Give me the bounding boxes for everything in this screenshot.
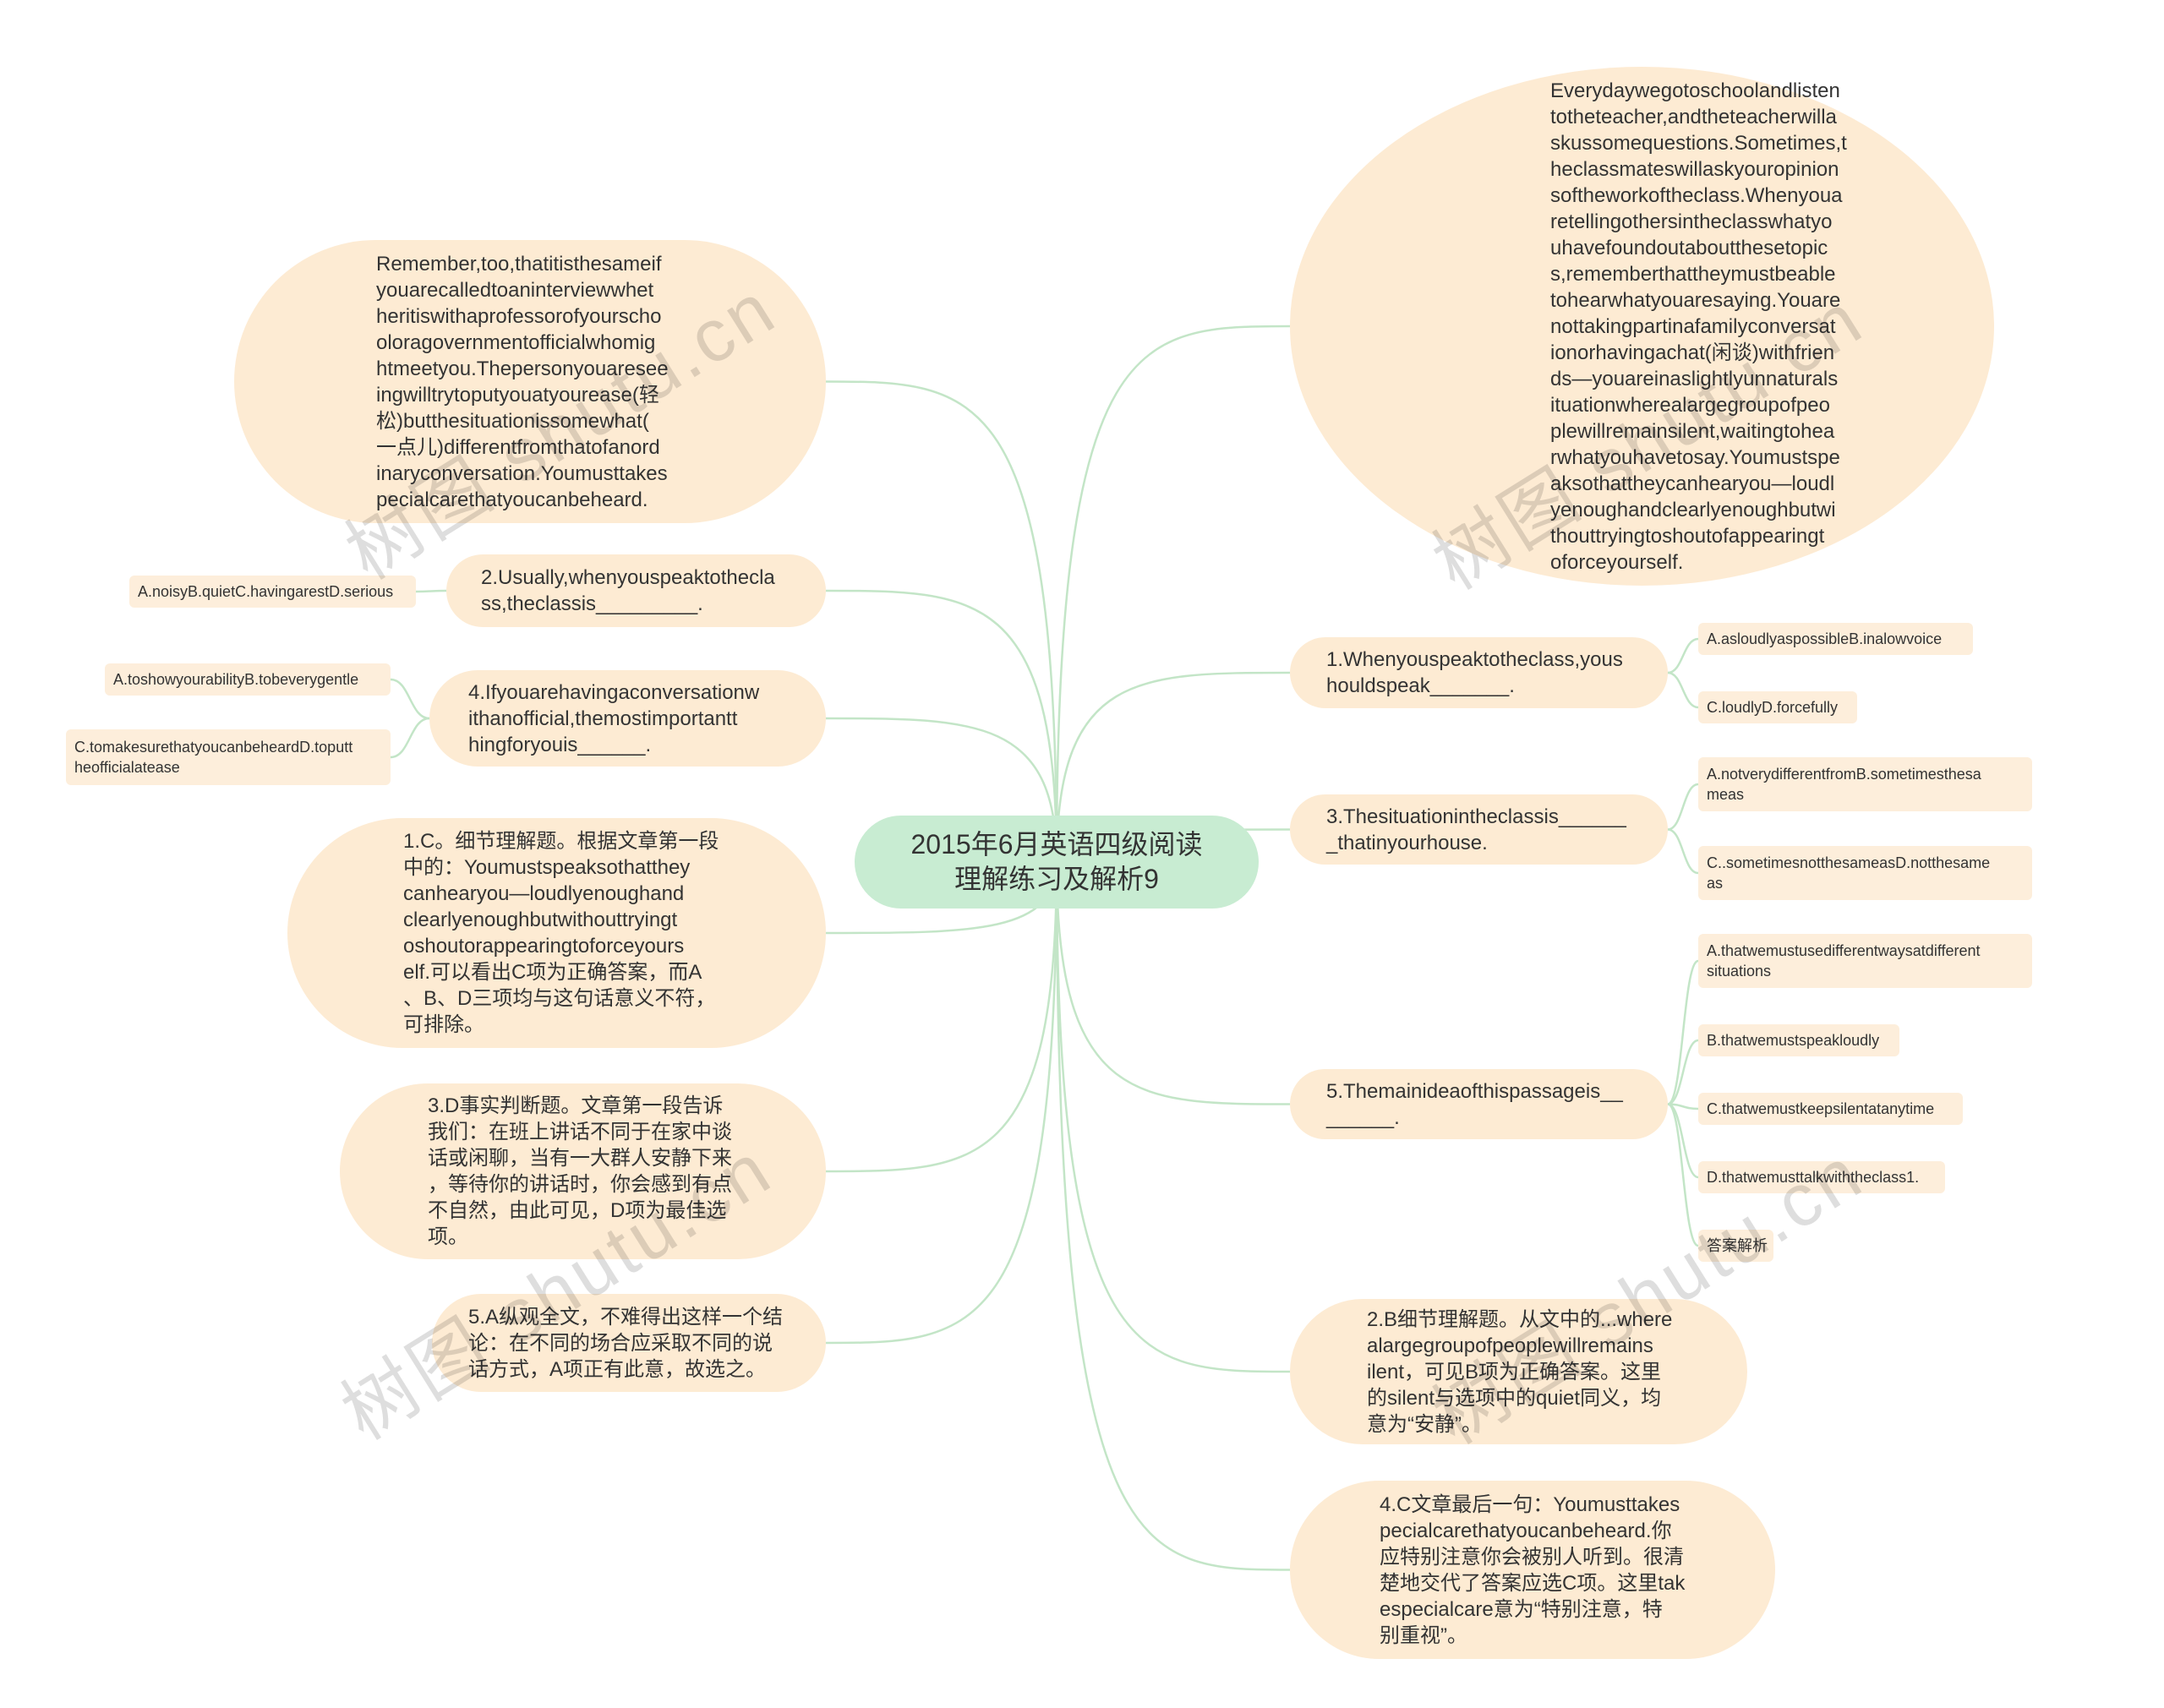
- question-5-option-d: D.thatwemusttalkwiththeclass1.: [1698, 1161, 1945, 1193]
- option-text: A.thatwemustusedifferentwaysatdifferent …: [1707, 942, 1981, 980]
- question-5-node: 5.Themainideaofthispassageis__ ______.: [1290, 1069, 1668, 1139]
- answer-1-text: 1.C。细节理解题。根据文章第一段 中的：Youmustspeaksothatt…: [403, 830, 719, 1036]
- connector: [1055, 861, 1291, 1105]
- option-text: D.thatwemusttalkwiththeclass1.: [1707, 1169, 1920, 1186]
- connector: [825, 861, 1058, 1173]
- question-3-option-ab: A.notverydifferentfromB.sometimesthesa m…: [1698, 757, 2032, 811]
- answer-3-text: 3.D事实判断题。文章第一段告诉 我们：在班上讲话不同于在家中谈 话或闲聊，当有…: [428, 1094, 732, 1248]
- connector: [1667, 959, 1699, 1105]
- question-3-text: 3.Thesituationintheclassis______ _thatin…: [1326, 805, 1626, 854]
- option-text: C.tomakesurethatyoucanbeheardD.toputt he…: [74, 739, 353, 776]
- question-5-option-c: C.thatwemustkeepsilentatanytime: [1698, 1093, 1963, 1125]
- option-text: A.noisyB.quietC.havingarestD.serious: [138, 583, 394, 600]
- connector: [825, 861, 1058, 1345]
- answer-1-node: 1.C。细节理解题。根据文章第一段 中的：Youmustspeaksothatt…: [287, 818, 826, 1048]
- answer-5-text: 5.A纵观全文，不难得出这样一个结 论：在不同的场合应采取不同的说 话方式，A项…: [468, 1305, 784, 1381]
- connector: [1667, 1039, 1699, 1105]
- option-text: C..sometimesnotthesameasD.notthesame as: [1707, 854, 1991, 892]
- answer-analysis-label: 答案解析: [1698, 1230, 1773, 1262]
- connector: [1667, 783, 1699, 831]
- question-2-text: 2.Usually,whenyouspeaktothecla ss,thecla…: [481, 566, 775, 615]
- passage-part-1-text: Everydaywegotoschoolandlisten totheteach…: [1550, 79, 1847, 574]
- question-3-node: 3.Thesituationintheclassis______ _thatin…: [1290, 794, 1668, 865]
- answer-4-text: 4.C文章最后一句：Youmusttakes pecialcarethatyou…: [1380, 1492, 1686, 1647]
- option-text: A.toshowyourabilityB.tobeverygentle: [113, 671, 359, 688]
- answer-4-node: 4.C文章最后一句：Youmusttakes pecialcarethatyou…: [1290, 1481, 1775, 1659]
- central-topic-text: 2015年6月英语四级阅读 理解练习及解析9: [910, 829, 1203, 894]
- question-1-option-cd: C.loudlyD.forcefully: [1698, 691, 1857, 723]
- connector: [1055, 325, 1291, 863]
- answer-5-node: 5.A纵观全文，不难得出这样一个结 论：在不同的场合应采取不同的说 话方式，A项…: [432, 1294, 826, 1392]
- question-1-text: 1.Whenyouspeaktotheclass,yous houldspeak…: [1326, 648, 1623, 697]
- question-5-option-a: A.thatwemustusedifferentwaysatdifferent …: [1698, 934, 2032, 988]
- question-1-option-ab: A.asloudlyaspossibleB.inalowvoice: [1698, 623, 1973, 655]
- connector: [825, 589, 1058, 863]
- question-4-node: 4.Ifyouarehavingaconversationw ithanoffi…: [429, 670, 826, 767]
- connector: [1667, 671, 1699, 709]
- question-5-option-b: B.thatwemustspeakloudly: [1698, 1024, 1899, 1056]
- connector: [1055, 861, 1291, 1571]
- option-text: A.notverydifferentfromB.sometimesthesa m…: [1707, 766, 1981, 803]
- option-text: A.asloudlyaspossibleB.inalowvoice: [1707, 630, 1943, 647]
- option-text: B.thatwemustspeakloudly: [1707, 1032, 1880, 1049]
- connector: [1055, 861, 1291, 1373]
- connector: [1667, 637, 1699, 674]
- passage-part-2-text: Remember,too,thatitisthesameif youarecal…: [376, 252, 669, 511]
- answer-analysis-text: 答案解析: [1707, 1237, 1768, 1254]
- passage-part-1-node: Everydaywegotoschoolandlisten totheteach…: [1290, 67, 1994, 586]
- option-text: C.thatwemustkeepsilentatanytime: [1707, 1100, 1935, 1117]
- central-topic: 2015年6月英语四级阅读 理解练习及解析9: [855, 816, 1259, 909]
- connector: [1667, 1103, 1699, 1247]
- connector: [390, 678, 430, 720]
- connector: [825, 717, 1058, 863]
- answer-2-node: 2.B细节理解题。从文中的...where alargegroupofpeopl…: [1290, 1299, 1747, 1444]
- question-4-text: 4.Ifyouarehavingaconversationw ithanoffi…: [468, 680, 760, 756]
- connector: [415, 589, 447, 593]
- passage-part-2-node: Remember,too,thatitisthesameif youarecal…: [234, 240, 826, 523]
- answer-2-text: 2.B细节理解题。从文中的...where alargegroupofpeopl…: [1367, 1307, 1673, 1436]
- connector: [825, 380, 1058, 863]
- question-5-text: 5.Themainideaofthispassageis__ ______.: [1326, 1079, 1623, 1129]
- connector: [1055, 671, 1291, 863]
- question-4-option-ab: A.toshowyourabilityB.tobeverygentle: [105, 663, 391, 696]
- question-2-node: 2.Usually,whenyouspeaktothecla ss,thecla…: [446, 554, 826, 627]
- question-3-option-cd: C..sometimesnotthesameasD.notthesame as: [1698, 846, 2032, 900]
- question-1-node: 1.Whenyouspeaktotheclass,yous houldspeak…: [1290, 637, 1668, 708]
- option-text: C.loudlyD.forcefully: [1707, 699, 1839, 716]
- connector: [390, 717, 430, 759]
- answer-3-node: 3.D事实判断题。文章第一段告诉 我们：在班上讲话不同于在家中谈 话或闲聊，当有…: [340, 1083, 826, 1259]
- question-2-options: A.noisyB.quietC.havingarestD.serious: [129, 576, 416, 608]
- question-4-option-cd: C.tomakesurethatyoucanbeheardD.toputt he…: [66, 729, 391, 785]
- connector: [1667, 828, 1699, 875]
